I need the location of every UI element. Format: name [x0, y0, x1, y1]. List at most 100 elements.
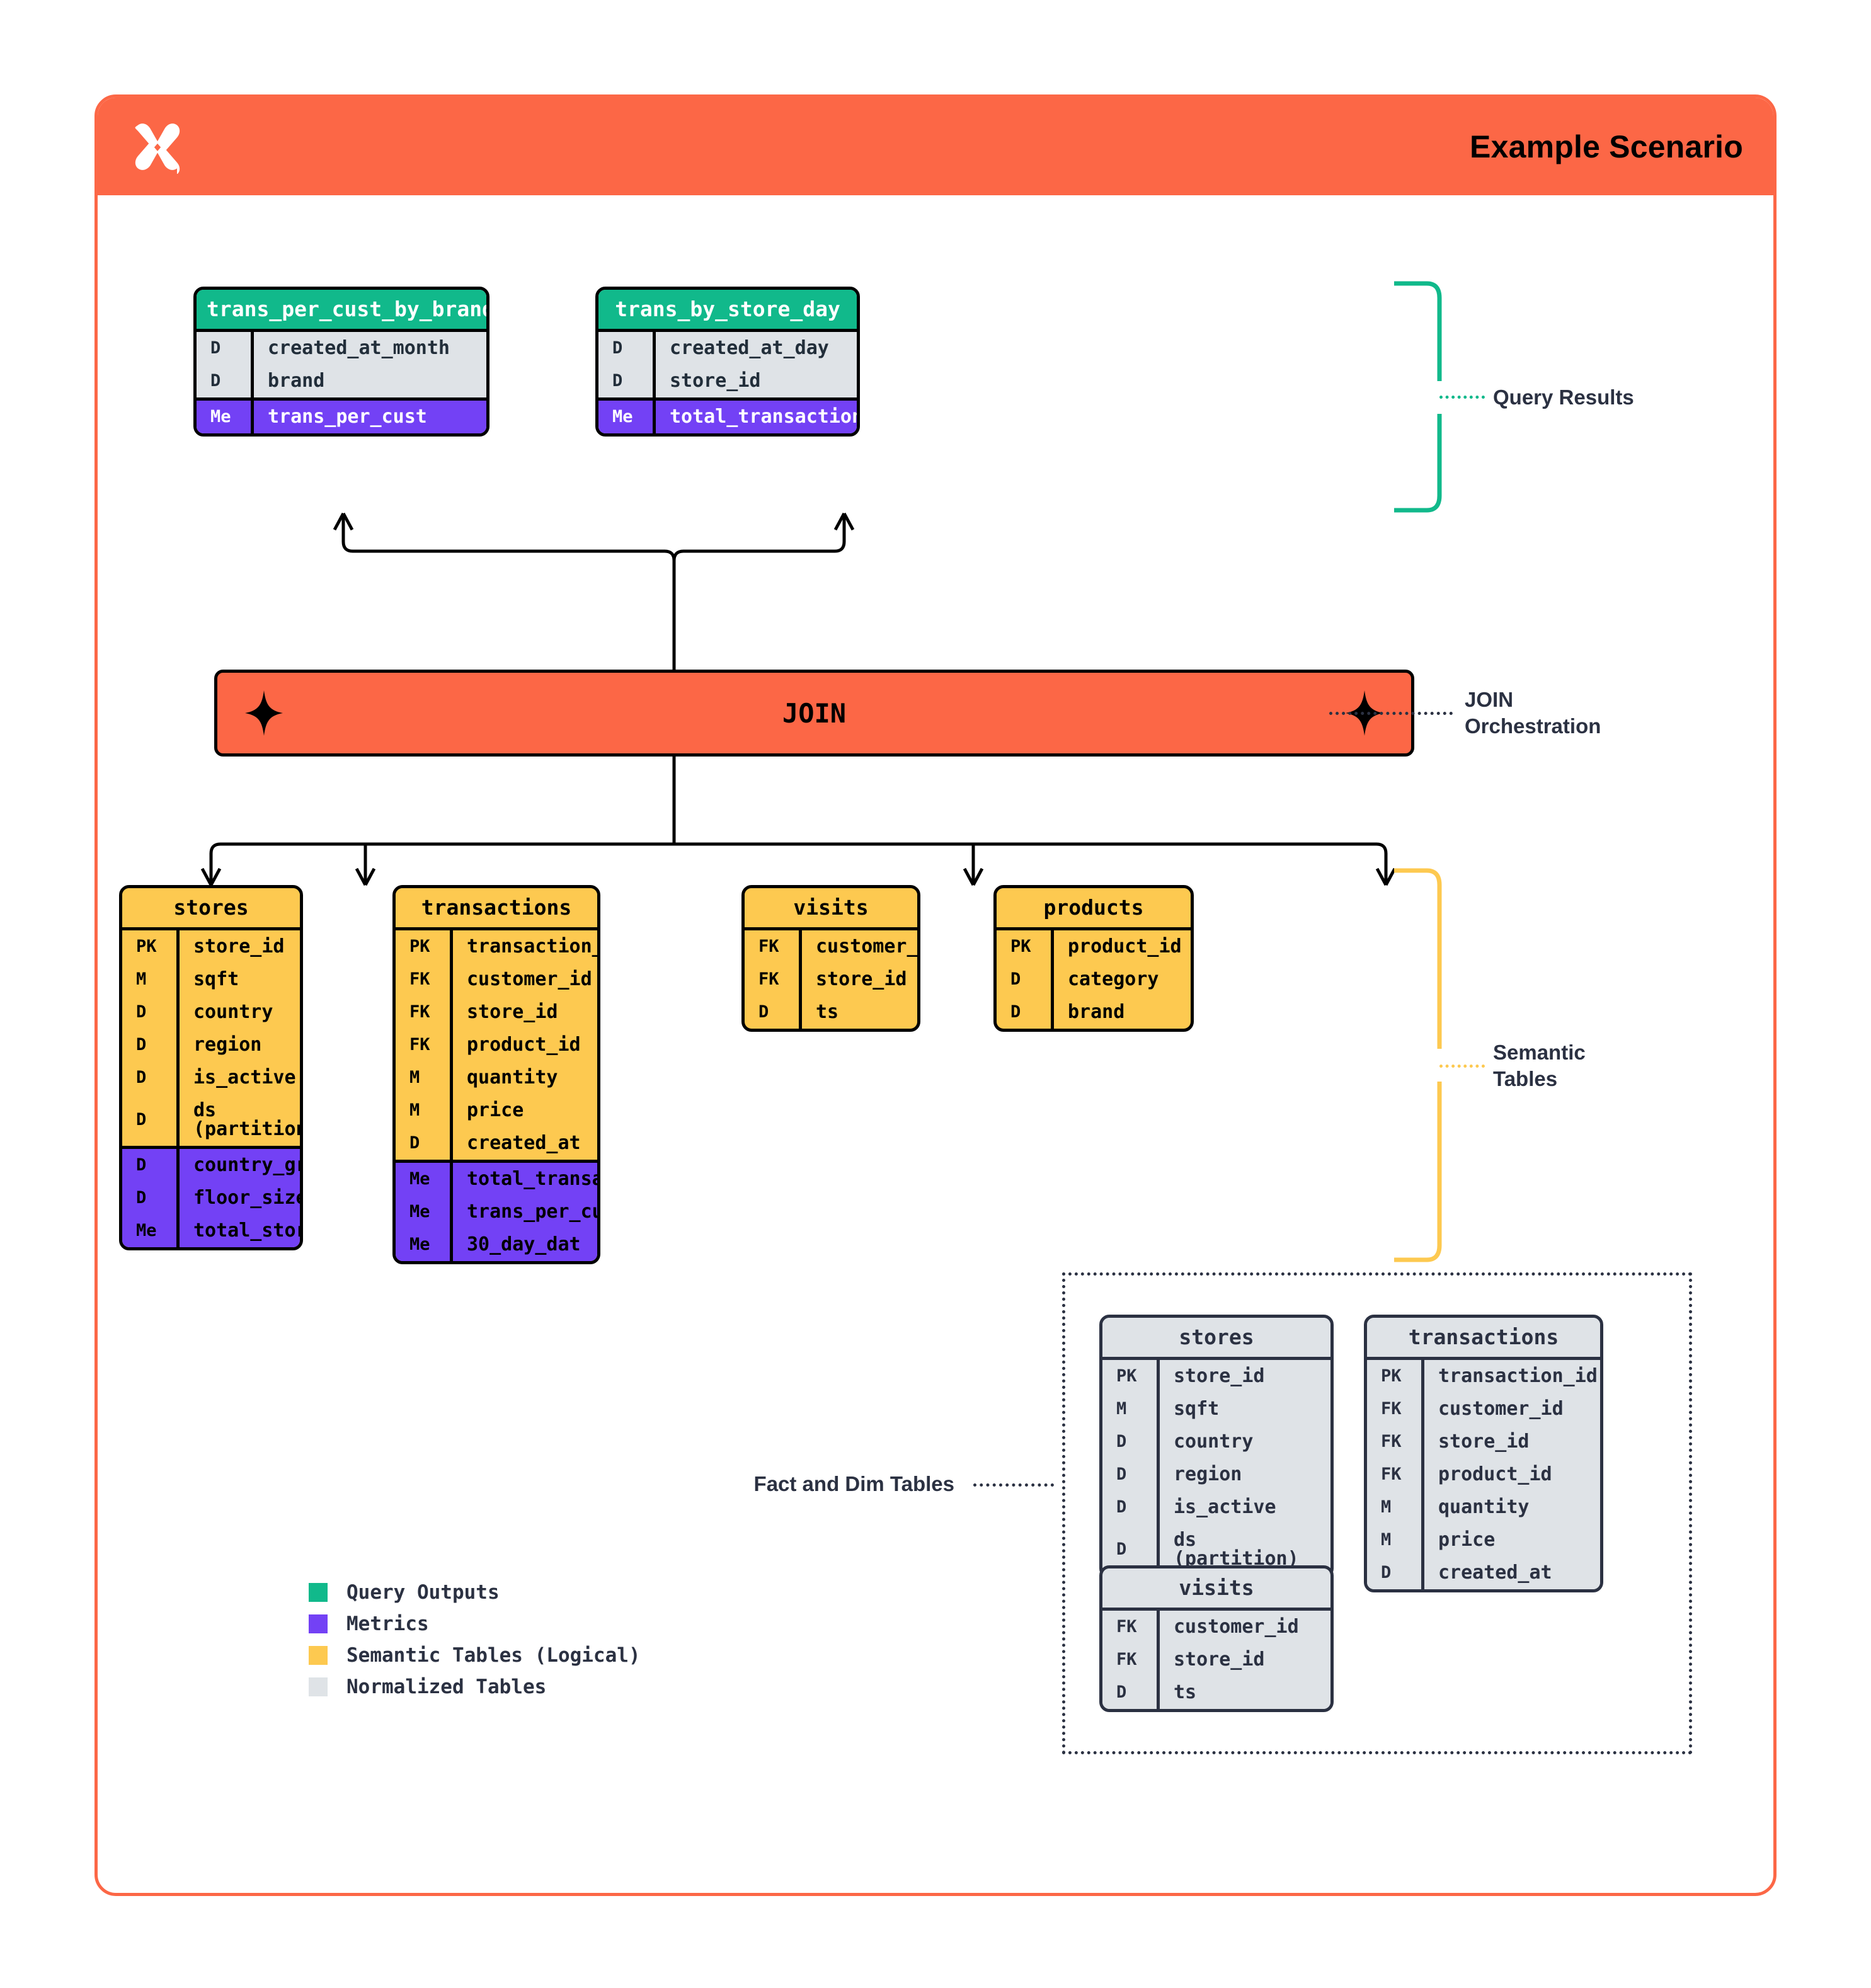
join-orchestration-bar[interactable]: JOIN [214, 670, 1414, 757]
metric-group: Me total_transactions [598, 397, 857, 433]
row-key: D [1116, 1540, 1127, 1560]
row-field: total_stores [176, 1214, 300, 1247]
table-title: products [997, 888, 1191, 927]
row-field: store_id [176, 930, 300, 963]
row-key: D [1381, 1563, 1392, 1583]
fact-dim-label: Fact and Dim Tables [753, 1472, 954, 1495]
row-key: D [1116, 1465, 1127, 1485]
row-key: D [136, 1155, 147, 1175]
row-key: FK [1381, 1432, 1402, 1452]
row-field: customer_id [799, 930, 917, 963]
row-key: PK [1116, 1366, 1137, 1386]
dimension-group: D created_at_day D store_id [598, 331, 857, 397]
row-key: M [1116, 1399, 1127, 1419]
semantic-tables-connector [1439, 1065, 1485, 1068]
row-key: D [409, 1133, 420, 1153]
row-field: ts [799, 995, 917, 1029]
table-title: visits [1102, 1568, 1330, 1608]
card-header: Example Scenario [98, 98, 1773, 195]
table-row: Me total_transactions [598, 400, 857, 433]
row-field: category [1051, 963, 1191, 996]
row-key: PK [1010, 937, 1031, 957]
table-row: D created_at_day [598, 331, 857, 365]
table-title: stores [1102, 1318, 1330, 1357]
fact-dim-connector [973, 1483, 1054, 1487]
legend-label: Metrics [346, 1613, 429, 1635]
row-key: Me [409, 1202, 430, 1222]
row-field: brand [251, 364, 486, 397]
row-field: ds (partition) [176, 1094, 300, 1146]
table-row: PK store_id [122, 930, 300, 963]
row-field: sqft [1157, 1392, 1330, 1425]
row-key: Me [210, 407, 231, 427]
legend-label: Semantic Tables (Logical) [346, 1644, 641, 1667]
query-results-label: Query Results [1493, 386, 1634, 409]
fact-dim-container [1062, 1272, 1692, 1754]
row-field: customer_id [1421, 1392, 1600, 1425]
legend-item: Semantic Tables (Logical) [309, 1644, 641, 1667]
table-title: transactions [1367, 1318, 1600, 1357]
row-key: PK [1381, 1366, 1402, 1386]
row-key: D [1116, 1432, 1127, 1452]
row-key: D [612, 338, 623, 358]
table-row: Me total_stores [122, 1214, 300, 1247]
table-title: visits [745, 888, 917, 927]
row-field: product_id [1051, 930, 1191, 963]
legend-swatch-normalized-tables [309, 1677, 328, 1696]
legend-swatch-semantic-tables [309, 1646, 328, 1665]
legend-swatch-query-outputs [309, 1583, 328, 1602]
query-results-connector [1439, 396, 1485, 399]
row-key: Me [612, 407, 633, 427]
row-key: FK [1116, 1617, 1137, 1637]
row-key: D [136, 1188, 147, 1208]
row-key: PK [136, 937, 157, 957]
row-key: D [758, 1002, 769, 1022]
table-title: trans_by_store_day [598, 290, 857, 329]
row-field: store_id [1157, 1643, 1330, 1676]
row-key: FK [1381, 1465, 1402, 1485]
row-field: store_id [653, 364, 857, 397]
join-orchestration-label: JOIN Orchestration [1465, 687, 1673, 740]
row-field: 30_day_dat [450, 1228, 597, 1261]
row-key: Me [409, 1169, 430, 1189]
row-field: country [176, 995, 300, 1029]
row-field: created_at [1421, 1556, 1600, 1589]
row-field: created_at_month [251, 331, 486, 365]
row-key: Me [136, 1221, 157, 1241]
query-result-table-0[interactable]: trans_per_cust_by_brand_month D created_… [193, 287, 489, 437]
legend-swatch-metrics [309, 1614, 328, 1633]
table-row: Me trans_per_cust [197, 400, 486, 433]
legend-item: Query Outputs [309, 1581, 641, 1604]
query-results-bracket [1394, 281, 1442, 513]
row-field: quantity [1421, 1490, 1600, 1524]
query-result-table-1[interactable]: trans_by_store_day D created_at_day D st… [595, 287, 860, 437]
x-logo-icon [135, 123, 180, 174]
semantic-tables-label: Semantic Tables [1493, 1039, 1682, 1092]
row-key: M [1381, 1530, 1392, 1550]
row-key: M [409, 1100, 420, 1121]
row-field: ts [1157, 1676, 1330, 1709]
